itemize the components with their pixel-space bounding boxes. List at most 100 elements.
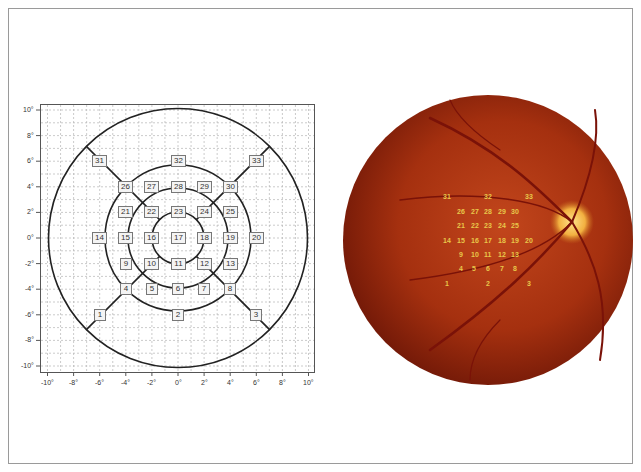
grid-point-box: 10 <box>144 258 159 270</box>
point-number: 30 <box>226 182 235 191</box>
x-axis-tick: 10° <box>303 379 314 387</box>
fundus-point-number: 12 <box>498 251 506 258</box>
fundus-point-number: 25 <box>511 222 519 229</box>
fundus-point-number: 21 <box>457 222 465 229</box>
y-axis-tick: 2° <box>27 208 34 216</box>
grid-point-box: 4 <box>120 283 132 295</box>
fundus-point-number: 29 <box>498 208 506 215</box>
point-number: 23 <box>174 207 183 216</box>
point-number: 2 <box>176 310 180 319</box>
grid-point-box: 25 <box>223 206 238 218</box>
grid-point-box: 17 <box>171 232 186 244</box>
x-axis-tick: -8° <box>69 379 78 387</box>
fundus-point-number: 11 <box>484 251 491 258</box>
fundus-point-number: 10 <box>471 251 479 258</box>
point-number: 14 <box>95 233 104 242</box>
fundus-point-number: 14 <box>443 237 451 244</box>
point-number: 28 <box>174 182 183 191</box>
grid-point-box: 22 <box>144 206 159 218</box>
grid-point-box: 7 <box>198 283 210 295</box>
point-number: 15 <box>121 233 130 242</box>
grid-point-box: 24 <box>197 206 212 218</box>
grid-point-box: 15 <box>118 232 133 244</box>
x-axis-tick: -4° <box>121 379 130 387</box>
fundus-photo <box>343 95 633 385</box>
grid-point-box: 21 <box>118 206 133 218</box>
fundus-point-number: 32 <box>484 193 492 200</box>
x-axis-tick: 4° <box>227 379 234 387</box>
point-number: 6 <box>176 284 180 293</box>
point-number: 3 <box>254 310 258 319</box>
x-axis-tick: -2° <box>147 379 156 387</box>
y-axis-tick: -4° <box>25 285 34 293</box>
fundus-point-number: 3 <box>527 280 531 287</box>
grid-point-box: 26 <box>118 181 133 193</box>
y-axis-tick: 4° <box>27 183 34 191</box>
fundus-point-number: 18 <box>498 237 506 244</box>
point-number: 1 <box>98 310 102 319</box>
grid-point-box: 6 <box>172 283 184 295</box>
point-number: 5 <box>150 284 154 293</box>
y-axis-tick: -2° <box>25 260 34 268</box>
grid-point-box: 14 <box>92 232 107 244</box>
grid-point-box: 5 <box>146 283 158 295</box>
fundus-point-number: 7 <box>500 265 504 272</box>
x-axis-tick: -10° <box>41 379 54 387</box>
fundus-point-number: 1 <box>445 280 449 287</box>
grid-point-box: 3 <box>250 309 262 321</box>
grid-point-box: 2 <box>172 309 184 321</box>
grid-point-box: 13 <box>223 258 238 270</box>
y-axis-tick: 6° <box>27 157 34 165</box>
point-number: 18 <box>200 233 209 242</box>
point-number: 29 <box>200 182 209 191</box>
grid-point-box: 1 <box>94 309 106 321</box>
grid-point-box: 30 <box>223 181 238 193</box>
y-axis-tick: 0° <box>27 234 34 242</box>
fundus-point-number: 33 <box>525 193 533 200</box>
grid-point-box: 16 <box>144 232 159 244</box>
grid-point-box: 12 <box>197 258 212 270</box>
fundus-point-number: 8 <box>513 265 517 272</box>
point-number: 13 <box>226 259 235 268</box>
fundus-point-number: 31 <box>443 193 451 200</box>
outer-frame <box>9 9 633 464</box>
grid-rings <box>49 109 308 368</box>
fundus-point-number: 24 <box>498 222 506 229</box>
y-axis-tick: -8° <box>25 336 34 344</box>
point-number: 26 <box>121 182 130 191</box>
fundus-point-number: 17 <box>484 237 492 244</box>
point-number: 8 <box>228 284 232 293</box>
y-axis-tick: -10° <box>21 362 34 370</box>
fundus-point-number: 6 <box>486 265 490 272</box>
y-axis-tick: 10° <box>23 106 34 114</box>
grid-point-box: 32 <box>171 155 186 167</box>
point-number: 32 <box>174 156 183 165</box>
plot-grid <box>36 105 314 376</box>
fundus-point-number: 16 <box>471 237 479 244</box>
point-number: 25 <box>226 207 235 216</box>
point-number: 7 <box>202 284 206 293</box>
grid-point-box: 27 <box>144 181 159 193</box>
point-number: 24 <box>200 207 209 216</box>
point-number: 9 <box>124 259 128 268</box>
grid-point-box: 23 <box>171 206 186 218</box>
x-axis-tick: 6° <box>253 379 260 387</box>
point-number: 10 <box>147 259 156 268</box>
fundus-point-number: 26 <box>457 208 465 215</box>
fundus-point-number: 13 <box>511 251 519 258</box>
point-number: 21 <box>121 207 130 216</box>
point-number: 22 <box>147 207 156 216</box>
grid-point-box: 19 <box>223 232 238 244</box>
x-axis-tick: 0° <box>175 379 182 387</box>
fundus-point-number: 22 <box>471 222 479 229</box>
point-number: 17 <box>174 233 183 242</box>
fundus-point-number: 23 <box>484 222 492 229</box>
fundus-point-number: 4 <box>459 265 463 272</box>
grid-point-box: 9 <box>120 258 132 270</box>
grid-point-box: 11 <box>171 258 186 270</box>
point-number: 19 <box>226 233 235 242</box>
point-number: 4 <box>124 284 128 293</box>
y-axis-tick: 8° <box>27 132 34 140</box>
fundus-point-number: 5 <box>472 265 476 272</box>
grid-point-box: 8 <box>224 283 236 295</box>
